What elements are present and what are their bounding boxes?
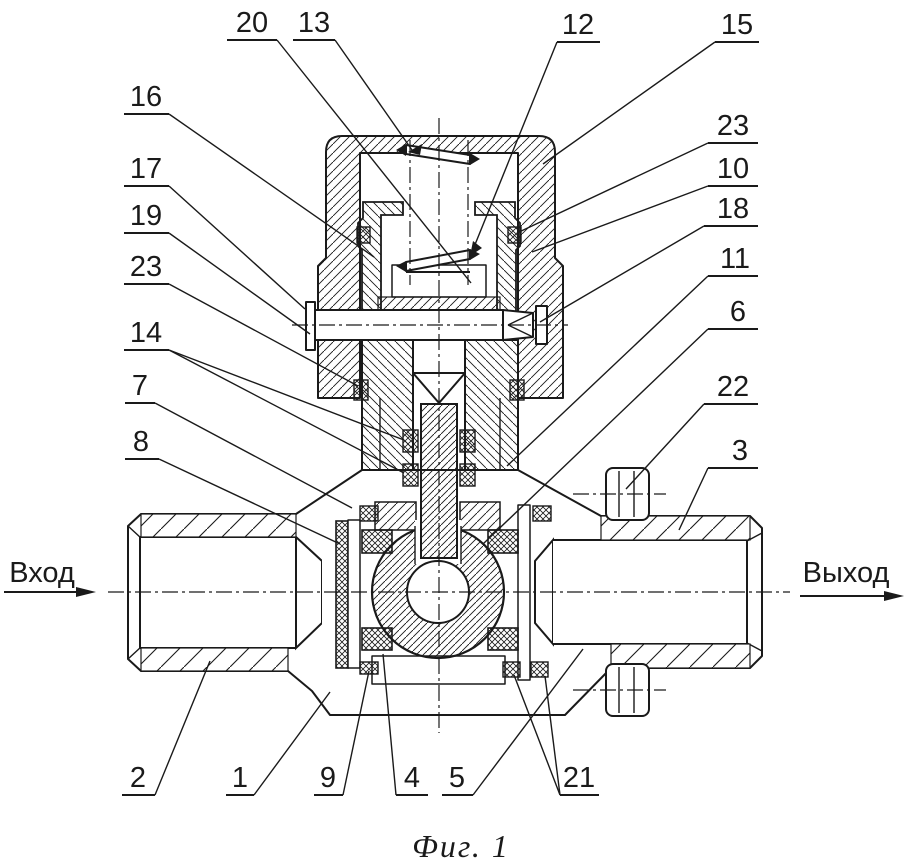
outlet-label: Выход bbox=[803, 557, 890, 589]
svg-text:5: 5 bbox=[449, 762, 465, 794]
cap-housing bbox=[305, 135, 564, 399]
callout-8: 8 bbox=[125, 426, 341, 545]
callout-17: 17 bbox=[124, 153, 306, 310]
callout-11: 11 bbox=[506, 243, 758, 467]
svg-text:14: 14 bbox=[130, 317, 162, 349]
svg-text:15: 15 bbox=[721, 9, 753, 41]
svg-text:1: 1 bbox=[232, 762, 248, 794]
svg-text:6: 6 bbox=[730, 296, 746, 328]
seat-seals bbox=[359, 505, 552, 678]
svg-text:9: 9 bbox=[320, 762, 336, 794]
svg-text:4: 4 bbox=[404, 762, 420, 794]
callout-23-right: 23 bbox=[516, 110, 758, 234]
svg-text:21: 21 bbox=[563, 762, 595, 794]
svg-text:22: 22 bbox=[717, 371, 749, 403]
inlet-fitting-thread bbox=[140, 513, 297, 672]
callout-23-left: 23 bbox=[124, 251, 359, 387]
callout-19: 19 bbox=[124, 200, 311, 335]
left-seat-cage bbox=[347, 519, 361, 669]
svg-text:23: 23 bbox=[130, 251, 162, 283]
callout-1: 1 bbox=[226, 691, 331, 796]
svg-text:23: 23 bbox=[717, 110, 749, 142]
callout-13: 13 bbox=[293, 7, 422, 155]
callout-7: 7 bbox=[125, 370, 353, 509]
svg-text:16: 16 bbox=[130, 81, 162, 113]
callout-9: 9 bbox=[314, 670, 370, 796]
callout-15: 15 bbox=[542, 9, 759, 165]
callout-21: 21 bbox=[513, 674, 599, 796]
svg-text:11: 11 bbox=[720, 243, 750, 275]
figure-caption: Фиг. 1 bbox=[412, 828, 510, 864]
inlet-arrow-icon bbox=[76, 587, 96, 597]
callout-20: 20 bbox=[227, 7, 472, 284]
svg-text:7: 7 bbox=[132, 370, 148, 402]
callout-2: 2 bbox=[122, 660, 211, 796]
callout-16: 16 bbox=[124, 81, 375, 258]
callout-4: 4 bbox=[382, 653, 428, 796]
callout-18: 18 bbox=[539, 193, 758, 323]
svg-text:8: 8 bbox=[133, 426, 149, 458]
callout-22: 22 bbox=[625, 371, 758, 490]
inlet-label: Вход bbox=[9, 557, 75, 589]
svg-text:2: 2 bbox=[130, 762, 146, 794]
callout-3: 3 bbox=[678, 435, 758, 531]
svg-text:17: 17 bbox=[130, 153, 162, 185]
svg-text:13: 13 bbox=[298, 7, 330, 39]
svg-text:10: 10 bbox=[717, 153, 749, 185]
body-bridge-right bbox=[459, 501, 501, 531]
body-bridge-left bbox=[374, 501, 417, 531]
outlet-flow: Выход bbox=[800, 557, 904, 601]
svg-text:19: 19 bbox=[130, 200, 162, 232]
centerlines bbox=[108, 118, 790, 733]
svg-text:20: 20 bbox=[236, 7, 268, 39]
callouts: 20 13 12 15 16 17 19 23 bbox=[122, 7, 759, 796]
svg-text:3: 3 bbox=[732, 435, 748, 467]
svg-text:12: 12 bbox=[562, 9, 594, 41]
callout-5: 5 bbox=[442, 648, 584, 796]
inlet-flow: Вход bbox=[4, 557, 96, 597]
callout-10: 10 bbox=[531, 153, 758, 253]
callout-6: 6 bbox=[482, 296, 758, 545]
outlet-arrow-icon bbox=[884, 591, 904, 601]
bonnet bbox=[353, 339, 525, 487]
svg-text:18: 18 bbox=[717, 193, 749, 225]
spring bbox=[396, 144, 480, 273]
callout-12: 12 bbox=[470, 9, 600, 256]
callout-14: 14 bbox=[124, 317, 405, 474]
stem-seals bbox=[402, 429, 476, 487]
